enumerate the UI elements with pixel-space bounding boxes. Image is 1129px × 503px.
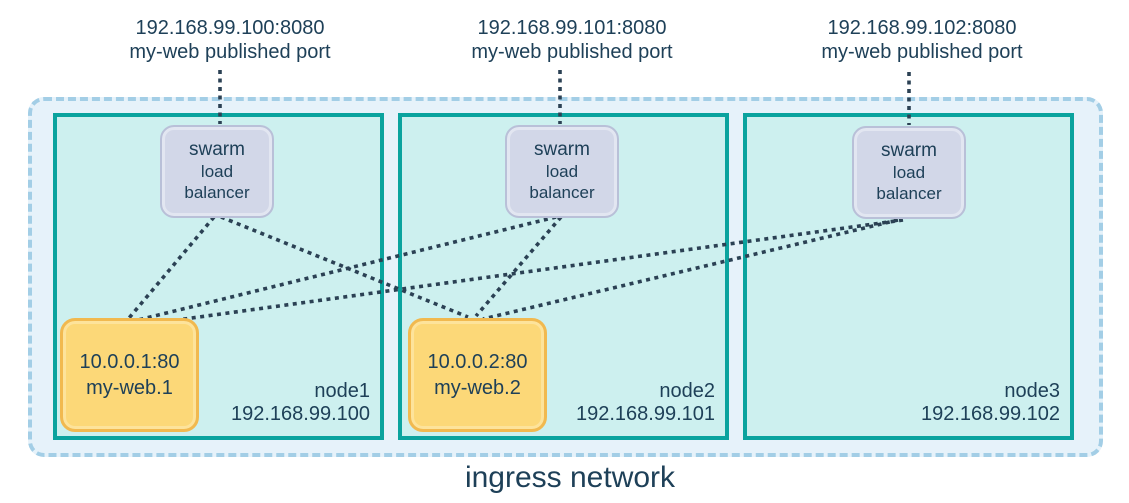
- lb-line3: balancer: [529, 183, 595, 202]
- published-port-label-2: 192.168.99.101:8080 my-web published por…: [432, 16, 712, 64]
- lb-line3: balancer: [184, 183, 250, 202]
- published-port-label-3: 192.168.99.102:8080 my-web published por…: [782, 16, 1062, 64]
- task-name: my-web.2: [434, 377, 521, 399]
- task-address: 10.0.0.2:80: [427, 351, 528, 373]
- published-port-caption: my-web published port: [129, 41, 331, 63]
- swarm-load-balancer-node3: swarm load balancer: [852, 126, 966, 219]
- published-port-address: 192.168.99.100:8080: [135, 17, 325, 39]
- task-name: my-web.1: [86, 377, 173, 399]
- node-label: node1 192.168.99.100: [231, 380, 370, 426]
- node-name: node3: [1004, 380, 1060, 402]
- lb-line3: balancer: [876, 184, 942, 203]
- lb-line2: load: [200, 162, 234, 181]
- task-box-my-web-2: 10.0.0.2:80 my-web.2: [408, 318, 547, 432]
- node-label: node3 192.168.99.102: [921, 380, 1060, 426]
- published-port-label-1: 192.168.99.100:8080 my-web published por…: [90, 16, 370, 64]
- task-address: 10.0.0.1:80: [79, 351, 180, 373]
- swarm-load-balancer-node2: swarm load balancer: [505, 125, 619, 218]
- lb-line1: swarm: [534, 139, 590, 160]
- ingress-network-label: ingress network: [464, 461, 676, 494]
- lb-line1: swarm: [881, 140, 937, 161]
- swarm-load-balancer-node1: swarm load balancer: [160, 125, 274, 218]
- published-port-address: 192.168.99.101:8080: [477, 17, 667, 39]
- node-label: node2 192.168.99.101: [576, 380, 715, 426]
- node-ip: 192.168.99.102: [920, 403, 1060, 425]
- node-name: node1: [314, 380, 370, 402]
- lb-line1: swarm: [189, 139, 245, 160]
- task-box-my-web-1: 10.0.0.1:80 my-web.1: [60, 318, 199, 432]
- node-ip: 192.168.99.100: [230, 403, 370, 425]
- published-port-caption: my-web published port: [471, 41, 673, 63]
- published-port-caption: my-web published port: [821, 41, 1023, 63]
- lb-line2: load: [892, 163, 926, 182]
- node-name: node2: [659, 380, 715, 402]
- node-ip: 192.168.99.101: [575, 403, 715, 425]
- lb-line2: load: [545, 162, 579, 181]
- published-port-address: 192.168.99.102:8080: [827, 17, 1017, 39]
